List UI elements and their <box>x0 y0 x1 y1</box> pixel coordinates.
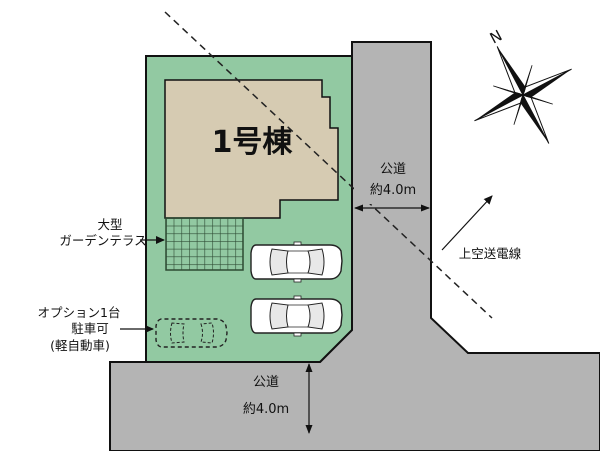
south-road-label-line2: 約4.0m <box>243 402 289 417</box>
car-icon <box>250 241 343 283</box>
car-icon <box>250 295 343 337</box>
building-label: 1号棟 <box>212 125 294 160</box>
east-road-label-bg <box>354 160 430 204</box>
option-parking-label-line2: 駐車可 <box>71 321 109 336</box>
compass-rose-icon <box>474 46 572 144</box>
compass-north-label: N <box>487 26 505 47</box>
east-road-label-line1: 公道 <box>380 162 406 177</box>
power-line-label: 上空送電線 <box>459 246 522 261</box>
power-line <box>164 11 493 319</box>
option-parking-label-line1: オプション1台 <box>38 305 121 320</box>
terrace-label-line2: ガーデンテラス <box>59 233 146 248</box>
terrace-label-line1: 大型 <box>97 217 122 232</box>
south-road-label-line1: 公道 <box>253 375 279 390</box>
garden-terrace <box>165 217 244 271</box>
power-line-arrow <box>441 195 493 251</box>
option-parking-label-line3: (軽自動車) <box>50 338 110 353</box>
east-road-label-line2: 約4.0m <box>370 183 416 198</box>
optional-car-icon <box>155 318 228 348</box>
